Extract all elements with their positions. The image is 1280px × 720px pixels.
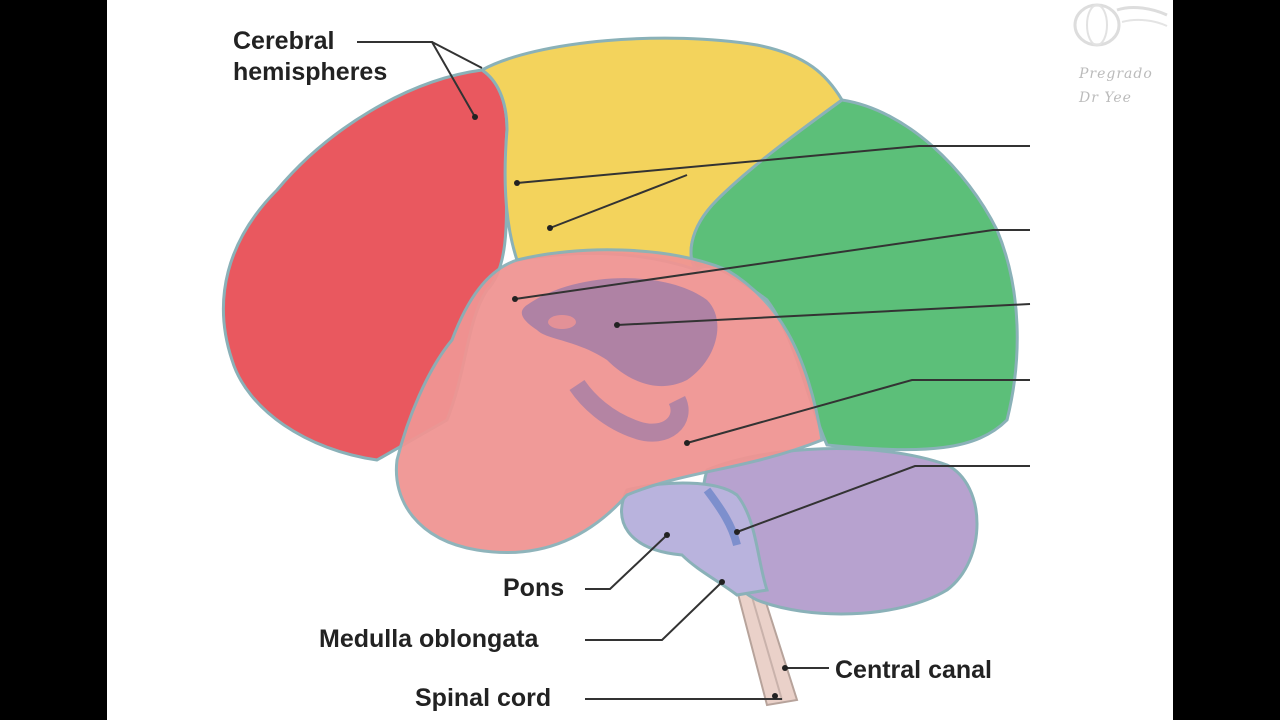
cerebral-aqueduct (569, 379, 689, 442)
watermark-line1: Pregrado (1079, 66, 1153, 82)
label-spinal-cord: Spinal cord (415, 684, 552, 712)
leader-right-4 (686, 379, 1030, 444)
label-pons: Pons (503, 574, 565, 602)
brain-diagram (221, 36, 1031, 707)
leader-lines (357, 41, 1031, 700)
leader-right-2 (514, 229, 1030, 300)
label-central-canal: Central canal (835, 656, 993, 684)
leader-right-1 (516, 145, 1030, 184)
leader-right-5 (736, 465, 1030, 533)
leader-right-3 (616, 303, 1031, 326)
label-cerebral-hemispheres-line1: Cerebral (233, 27, 335, 55)
leader-pons (585, 534, 668, 590)
watermark-logo (1073, 3, 1168, 47)
label-cerebral-hemispheres-line2: hemispheres (233, 58, 388, 86)
leader-dots (472, 114, 788, 699)
watermark-line2: Dr Yee (1079, 90, 1132, 106)
central-canal-line (749, 589, 783, 701)
brainstem (620, 481, 769, 597)
leader-cerebral-yellow (431, 41, 483, 69)
leader-right-1b (549, 174, 688, 229)
watermark-text: Pregrado Dr Yee (1079, 62, 1153, 110)
leader-medulla (585, 581, 723, 641)
lateral-ventricle (521, 278, 718, 387)
third-ventricle (548, 315, 576, 329)
fourth-ventricle (703, 487, 741, 547)
label-medulla-oblongata: Medulla oblongata (319, 625, 539, 653)
slide-frame: Cerebral hemispheres Pons Medulla oblong… (107, 0, 1173, 720)
